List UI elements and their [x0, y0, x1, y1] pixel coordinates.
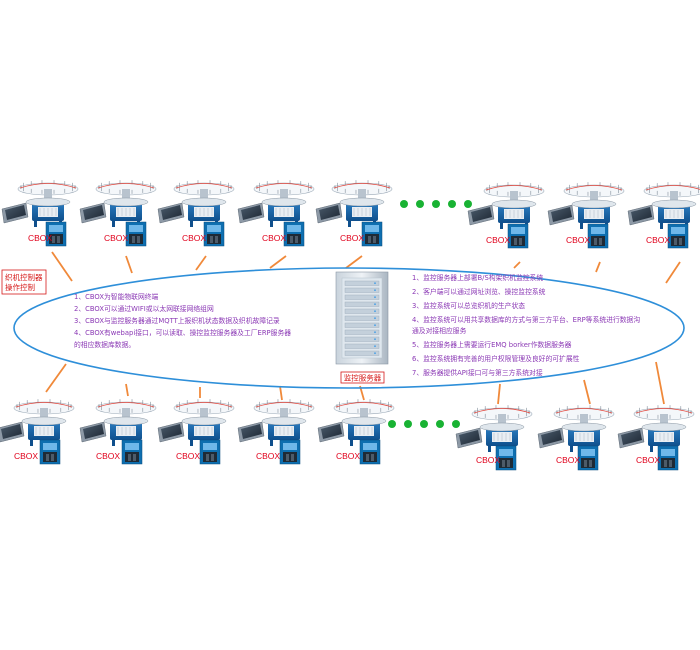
cbox-label: CBOX	[476, 455, 500, 465]
cbox-label: CBOX	[262, 233, 286, 243]
server-feature-1: 1、监控服务器上部署B/S构架织机监控系统	[412, 273, 543, 282]
knitting-machine-unit: CBOX	[317, 399, 395, 465]
knitting-machine-unit: CBOX	[237, 399, 315, 465]
cbox-label: CBOX	[104, 233, 128, 243]
connector-line	[45, 363, 67, 393]
knitting-machine-unit: CBOX	[467, 182, 545, 249]
connector-line	[497, 383, 501, 405]
connector-line	[345, 255, 363, 269]
connector-line	[279, 385, 283, 401]
cbox-label: CBOX	[340, 233, 364, 243]
cbox-label: CBOX	[486, 235, 510, 245]
knitting-machine-unit: CBOX	[627, 182, 700, 249]
cbox-label: CBOX	[256, 451, 280, 461]
cbox-label: CBOX	[14, 451, 38, 461]
cbox-label: CBOX	[636, 455, 660, 465]
connector-line	[583, 379, 591, 405]
server-feature-6: 6、监控系统拥有完善的用户权限管理及良好的可扩展性	[412, 354, 580, 363]
knitting-machine-unit: CBOX	[237, 180, 315, 247]
cbox-feature-1: 1、CBOX为智能物联网终端	[74, 292, 159, 301]
continuation-dots-bottom	[388, 420, 460, 428]
cbox-label: CBOX	[336, 451, 360, 461]
server-label-box	[340, 371, 385, 384]
knitting-machine-unit: CBOX	[157, 399, 235, 465]
knitting-machine-unit: CBOX	[79, 180, 157, 247]
server-feature-list: 1、监控服务器上部署B/S构架织机监控系统 2、客户端可以通过网址浏览、操控监控…	[412, 273, 640, 377]
cbox-label: CBOX	[556, 455, 580, 465]
knitting-machine-unit: CBOX	[0, 399, 75, 465]
knitting-machine-unit: CBOX	[157, 180, 235, 247]
connector-line	[195, 255, 207, 271]
cbox-feature-list: 1、CBOX为智能物联网终端 2、CBOX可以通过WIFI或以太网联接网络组网 …	[74, 292, 291, 349]
knitting-machine-unit: CBOX	[79, 399, 157, 465]
knitting-machine-unit: CBOX	[617, 405, 695, 471]
monitoring-server	[335, 271, 389, 365]
continuation-dots-top	[400, 200, 472, 208]
cbox-feature-4-cont: 的相应数据库数据。	[74, 340, 135, 349]
network-ellipse	[13, 267, 685, 389]
knitting-machine-unit: CBOX	[455, 405, 533, 471]
cbox-label: CBOX	[28, 233, 52, 243]
connector-line	[125, 255, 133, 274]
server-feature-2: 2、客户端可以通过网址浏览、操控监控系统	[412, 287, 546, 296]
cbox-label: CBOX	[182, 233, 206, 243]
connector-line	[665, 261, 681, 284]
cbox-label: CBOX	[96, 451, 120, 461]
cbox-label: CBOX	[566, 235, 590, 245]
connector-line	[125, 383, 129, 397]
knitting-machine-unit: CBOX	[315, 180, 393, 247]
knitting-machine-unit: CBOX	[537, 405, 615, 471]
connector-lines	[45, 251, 681, 405]
controller-callout-line2: 操作控制	[5, 282, 35, 292]
cbox-feature-3: 3、CBOX与监控服务器通过MQTT上报织机状态数据及织机故障记录	[74, 316, 280, 325]
server-feature-5: 5、监控服务器上需要运行EMQ borker作数据服务器	[412, 340, 572, 349]
connector-line	[269, 255, 287, 269]
cbox-feature-4: 4、CBOX有webapi接口，可以读取、操控监控服务器及工厂ERP服务器	[74, 328, 291, 337]
connector-line	[595, 261, 601, 273]
knitting-machine-unit: CBOX	[1, 180, 79, 247]
server-feature-7: 7、服务器提供API接口可与第三方系统对接	[412, 368, 543, 377]
connector-line	[513, 261, 521, 269]
controller-callout-line1: 织机控制器	[5, 272, 43, 282]
knitting-machine-unit: CBOX	[547, 182, 625, 249]
connector-line	[655, 361, 665, 405]
cbox-feature-2: 2、CBOX可以通过WIFI或以太网联接网络组网	[74, 304, 214, 313]
cbox-label: CBOX	[646, 235, 670, 245]
machine-group: CBOX CBOX CBOX CBOX CBOX CBOX CBOX CBOX CBOX CBOX…	[0, 180, 700, 471]
server-feature-4-cont: 通及对接相应服务	[412, 326, 467, 335]
server-label: 监控服务器	[344, 373, 382, 383]
controller-callout-box	[1, 269, 47, 295]
connector-line	[51, 251, 73, 282]
server-feature-4: 4、监控系统可以用共享数据库的方式与第三方平台、ERP等系统进行数据沟	[412, 315, 640, 324]
cbox-label: CBOX	[176, 451, 200, 461]
server-feature-3: 3、监控系统可以总览织机的生产状态	[412, 301, 525, 310]
